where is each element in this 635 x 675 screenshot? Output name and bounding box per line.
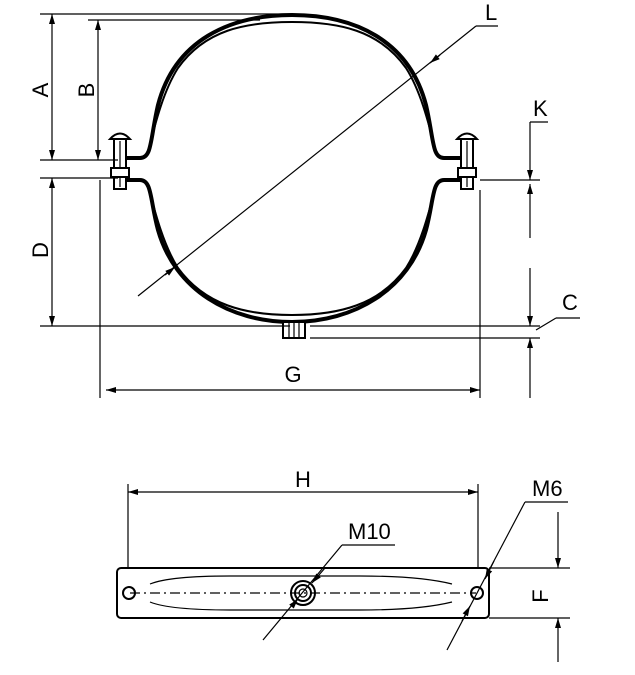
dimension-lines-top	[40, 13, 580, 398]
label-F: F	[528, 589, 553, 602]
dim-L-line	[137, 25, 477, 297]
left-bolt	[107, 132, 133, 190]
label-L: L	[485, 0, 497, 25]
flat-bar-outline	[116, 567, 490, 619]
label-B: B	[74, 83, 99, 98]
dimension-lines-bottom	[127, 484, 570, 662]
right-bolt	[454, 132, 480, 190]
center-nut	[290, 580, 316, 606]
right-hole	[470, 586, 484, 600]
lower-clamp-band-inner	[147, 185, 437, 317]
upper-clamp-band	[116, 13, 470, 160]
label-G: G	[284, 362, 301, 387]
label-C: C	[562, 290, 578, 315]
label-A: A	[28, 82, 53, 97]
label-M10: M10	[348, 519, 391, 544]
clamp-plan-view	[116, 567, 490, 619]
label-H: H	[295, 467, 311, 492]
upper-clamp-band-inner	[147, 20, 437, 153]
label-M6: M6	[532, 476, 563, 501]
bottom-nut	[282, 321, 306, 339]
label-K: K	[533, 96, 548, 121]
clamp-front-view	[107, 13, 480, 339]
label-D: D	[28, 242, 53, 258]
left-hole	[122, 586, 136, 600]
